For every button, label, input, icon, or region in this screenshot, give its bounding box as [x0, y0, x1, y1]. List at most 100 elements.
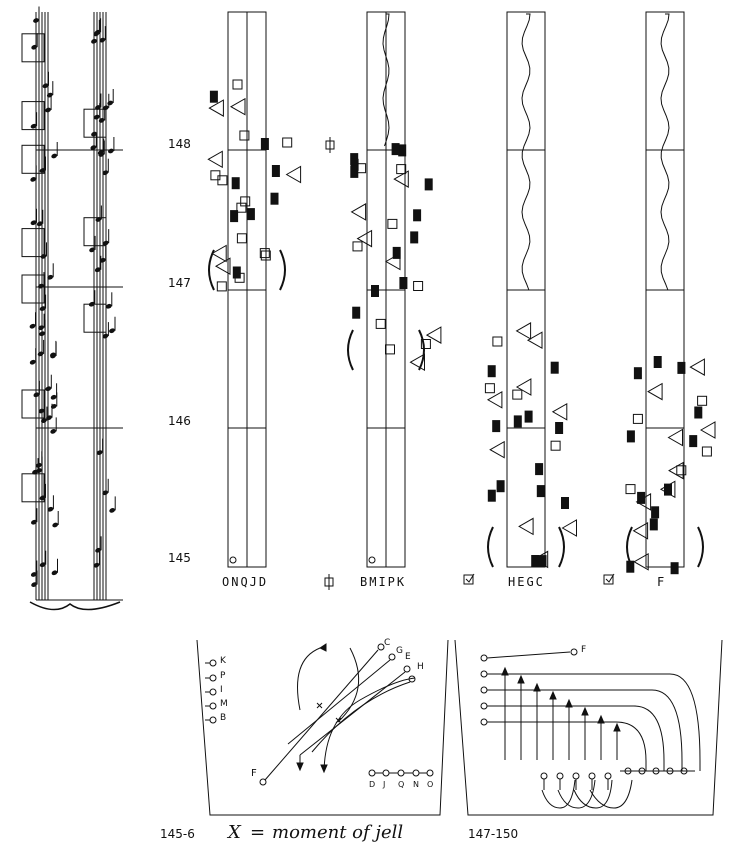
note-head	[31, 582, 37, 587]
outline-block	[352, 241, 363, 252]
triangle-mark	[667, 428, 683, 447]
outline-block	[259, 248, 270, 259]
black-block	[492, 420, 501, 433]
end-letter-f: F	[251, 768, 257, 779]
triangle-mark	[229, 97, 246, 116]
black-block	[524, 410, 533, 423]
note-head	[37, 351, 44, 357]
arc-line	[487, 705, 665, 771]
notation-staff-left	[29, 12, 123, 611]
arrow-head	[565, 698, 573, 708]
arrow-head	[613, 722, 621, 732]
note-head	[96, 450, 103, 455]
note-head	[30, 177, 37, 182]
outline-block	[387, 218, 398, 229]
black-block	[399, 277, 408, 289]
note-head	[91, 38, 97, 44]
beam-group	[21, 274, 45, 304]
outline-block	[413, 281, 424, 291]
note-head	[38, 325, 44, 331]
black-block	[664, 483, 672, 496]
outline-block	[492, 336, 503, 347]
legend-letter-i: I	[220, 685, 223, 695]
note-head	[41, 418, 47, 423]
black-block	[350, 158, 359, 171]
outline-block	[701, 446, 712, 457]
outline-block	[420, 339, 431, 349]
black-block	[270, 192, 279, 205]
black-block	[538, 555, 547, 568]
bottom-letter-d: D	[369, 780, 376, 789]
triangle-mark	[489, 440, 505, 459]
note-head	[30, 220, 37, 226]
note-head	[38, 408, 45, 414]
measure-number-147: 147	[168, 276, 191, 290]
note-head	[93, 114, 100, 120]
triangle-mark	[632, 521, 649, 540]
parenthesis-mark	[626, 526, 633, 568]
legend-letter-p: P	[220, 671, 226, 681]
note-head	[95, 105, 101, 110]
arc-line	[487, 689, 683, 771]
arc-start-node	[480, 686, 488, 694]
black-block	[535, 463, 544, 476]
note-head	[29, 359, 36, 365]
arrow-head	[581, 706, 589, 716]
black-block	[230, 210, 239, 223]
outline-block	[396, 164, 407, 175]
note-head	[50, 352, 56, 358]
triangle-mark	[409, 353, 425, 372]
note-head	[36, 468, 42, 473]
note-head	[45, 386, 52, 392]
black-block	[209, 90, 218, 103]
black-block	[271, 165, 280, 177]
note-head	[51, 570, 58, 576]
beam-group	[83, 217, 107, 247]
note-head	[31, 519, 37, 525]
triangle-mark	[285, 165, 302, 184]
right-top-letter-f: F	[581, 645, 587, 655]
triangle-mark	[699, 421, 716, 439]
note-head	[102, 333, 109, 339]
note-head	[30, 123, 37, 129]
note-head	[38, 283, 44, 289]
parenthesis-mark	[418, 329, 425, 371]
outline-block	[232, 79, 243, 90]
group-label-onqjd: ONQJD	[222, 575, 269, 589]
note-head	[98, 118, 105, 123]
note-head	[47, 506, 54, 512]
triangle-mark	[515, 322, 532, 340]
triangle-mark	[659, 480, 676, 499]
bottom-letter-o: O	[427, 780, 434, 789]
black-block	[413, 209, 422, 222]
note-head	[47, 274, 54, 280]
note-head	[93, 562, 100, 568]
triangle-mark	[551, 402, 568, 421]
black-block	[689, 435, 698, 448]
arrow-head	[549, 690, 557, 700]
outline-block	[385, 344, 395, 355]
note-head	[39, 562, 46, 568]
parenthesis-mark	[208, 249, 215, 291]
outline-block	[239, 130, 250, 141]
note-head	[39, 331, 45, 337]
group-label-f: F	[657, 575, 667, 589]
legend-letter-k: K	[220, 656, 226, 666]
arrow-head	[517, 674, 525, 684]
caption-equals: =	[250, 822, 266, 843]
black-block	[649, 518, 658, 531]
black-block	[260, 138, 269, 150]
outline-block	[210, 170, 221, 181]
legend-letter-b: B	[220, 713, 227, 723]
black-block	[555, 422, 564, 434]
note-head	[99, 257, 106, 263]
triangle-mark	[393, 170, 409, 188]
triangle-mark	[515, 378, 532, 396]
diagram-145-6	[196, 639, 449, 816]
end-letter-h: H	[417, 662, 424, 672]
black-block	[424, 178, 433, 191]
black-block	[637, 491, 646, 504]
black-block	[231, 177, 240, 190]
graphic-marks	[207, 79, 716, 575]
legend-letter-m: M	[220, 699, 228, 709]
